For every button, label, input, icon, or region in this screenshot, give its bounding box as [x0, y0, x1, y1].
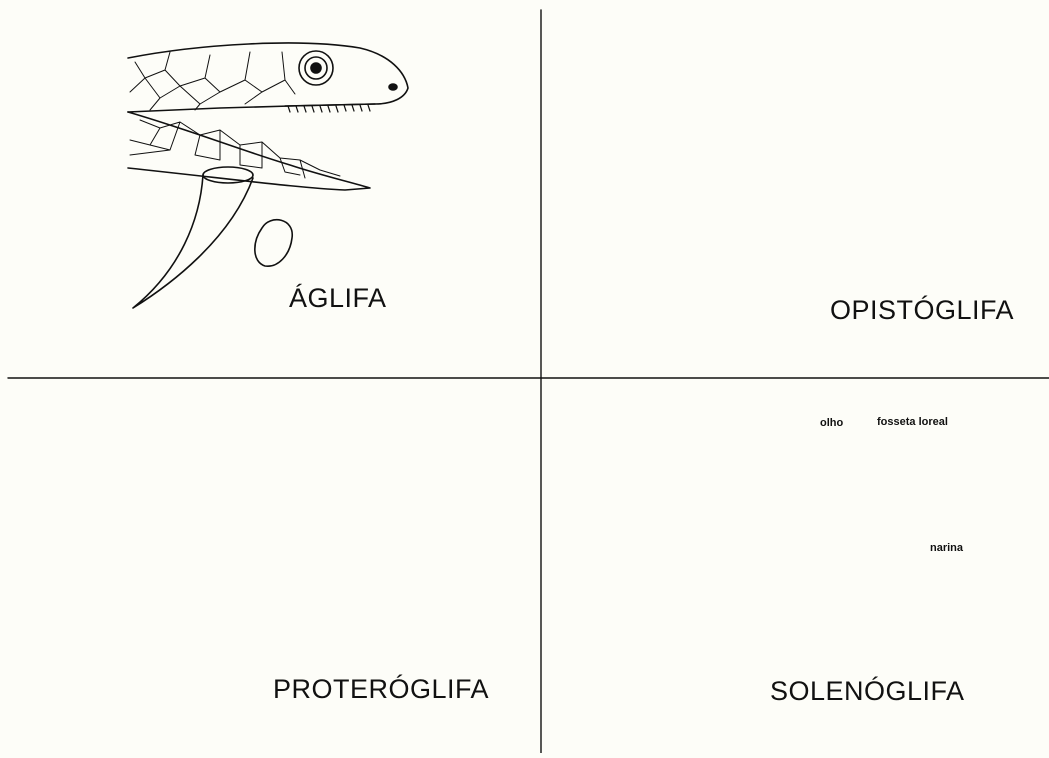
- aglifa-head: [128, 43, 408, 308]
- proteroglifa-label: PROTERÓGLIFA: [273, 674, 489, 705]
- solenoglifa-label: SOLENÓGLIFA: [770, 676, 965, 707]
- nostril-annotation: narina: [930, 542, 963, 554]
- opistoglifa-label: OPISTÓGLIFA: [830, 295, 1014, 326]
- aglifa-label: ÁGLIFA: [289, 283, 387, 314]
- eye-annotation: olho: [820, 417, 843, 429]
- loreal-pit-annotation: fosseta loreal: [877, 416, 948, 428]
